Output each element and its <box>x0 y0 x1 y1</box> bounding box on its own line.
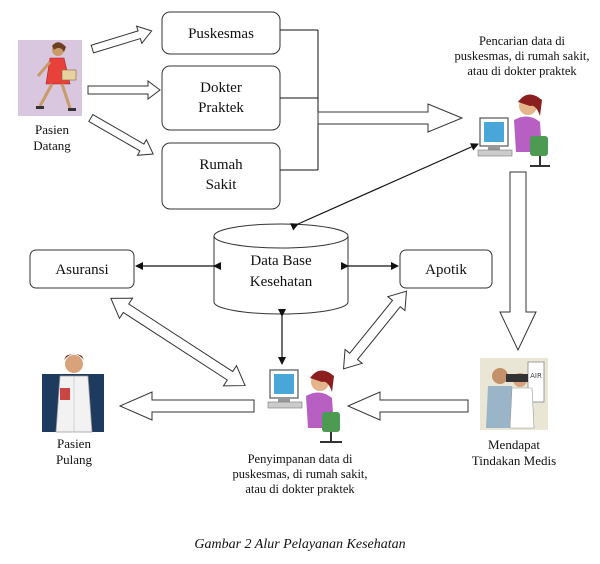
node-apotik: Apotik <box>399 249 493 289</box>
pencarian-label-1: Pencarian data di <box>479 34 566 48</box>
node-puskesmas-label: Puskesmas <box>188 26 254 42</box>
node-dokter-praktek: Dokter Praktek <box>161 65 281 131</box>
pasien-pulang-label-2: Pulang <box>56 452 93 467</box>
penyimpanan-label-1: Penyimpanan data di <box>248 452 353 466</box>
nurse-icon <box>42 354 104 433</box>
node-rumah-sakit-label-1: Rumah <box>199 157 243 173</box>
block-arrows <box>87 25 537 421</box>
tindakan-label-2: Tindakan Medis <box>472 453 556 468</box>
node-rumah-sakit-label-2: Sakit <box>206 177 238 193</box>
pencarian-label-3: atau di dokter praktek <box>467 64 577 78</box>
node-rumah-sakit: Rumah Sakit <box>161 142 281 210</box>
operator-computer-icon <box>477 94 550 167</box>
pasien-pulang-label-1: Pasien <box>57 436 91 451</box>
block-arrow-to-puskesmas <box>90 25 153 54</box>
node-apotik-label: Apotik <box>425 262 467 278</box>
block-arrow-to-penyimpanan <box>346 391 469 421</box>
svg-text:AIR: AIR <box>530 372 542 380</box>
node-dokter-praktek-label-2: Praktek <box>198 100 244 116</box>
figure-caption: Gambar 2 Alur Pelayanan Kesehatan <box>194 537 405 552</box>
node-dokter-praktek-label-1: Dokter <box>200 80 242 96</box>
connector-lines <box>280 29 428 171</box>
node-asuransi-label: Asuransi <box>55 262 108 278</box>
tindakan-label-1: Mendapat <box>488 437 540 452</box>
block-arrow-apotik-penyimpanan <box>342 290 408 370</box>
block-arrow-to-pasien-pulang <box>118 391 255 421</box>
node-database-label-1: Data Base <box>250 253 312 269</box>
penyimpanan-label-2: puskesmas, di rumah sakit, <box>232 467 367 481</box>
pasien-datang-label-2: Datang <box>33 138 71 153</box>
block-arrow-to-tindakan <box>499 171 537 352</box>
block-arrow-to-pencarian <box>317 103 464 133</box>
pencarian-label-2: puskesmas, di rumah sakit, <box>454 49 589 63</box>
arrow-db-operator-top <box>289 143 479 231</box>
block-arrow-to-dokter <box>87 80 161 100</box>
patient-walking-icon <box>18 40 82 116</box>
block-arrow-to-rumah-sakit <box>88 113 154 156</box>
pasien-datang-label-1: Pasien <box>35 122 69 137</box>
node-database-label-2: Kesehatan <box>250 274 313 290</box>
node-puskesmas: Puskesmas <box>161 11 281 55</box>
node-database: Data Base Kesehatan <box>213 223 349 315</box>
penyimpanan-label-3: atau di dokter praktek <box>245 482 355 496</box>
block-arrow-asuransi-penyimpanan <box>110 297 246 387</box>
thin-arrows <box>135 143 479 365</box>
node-asuransi: Asuransi <box>29 249 135 289</box>
doctor-treatment-icon: AIR <box>480 358 548 430</box>
operator-computer-icon-storage <box>267 369 342 443</box>
